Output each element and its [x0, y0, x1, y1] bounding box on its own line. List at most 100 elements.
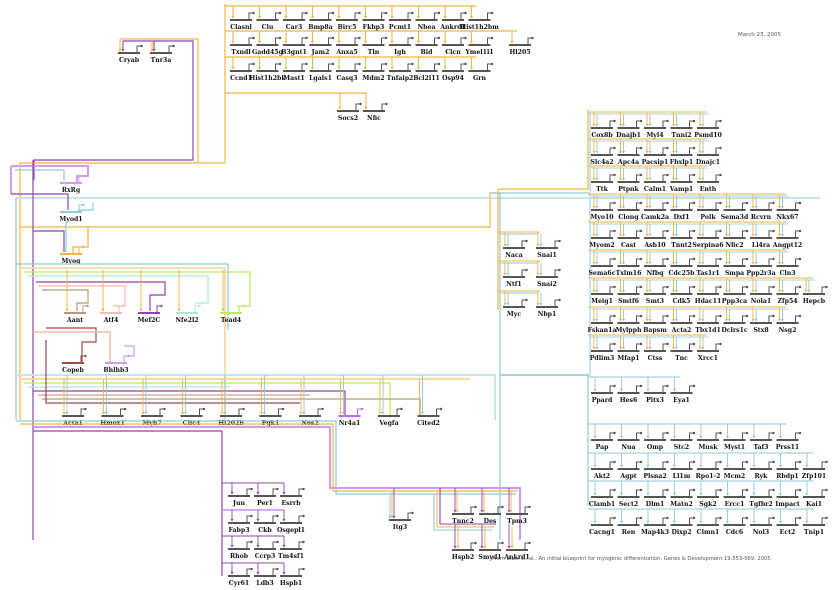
target-gene[interactable]: Pdlim3	[590, 342, 616, 362]
target-gene[interactable]: Txndl	[230, 36, 255, 56]
target-gene[interactable]: Nfic2	[723, 229, 749, 249]
target-gene[interactable]: Mast1	[283, 62, 308, 82]
target-gene[interactable]: Apc4a	[617, 146, 643, 166]
target-gene[interactable]: Dixp2	[670, 516, 696, 536]
target-gene[interactable]: Hdac11	[695, 285, 722, 305]
target-gene[interactable]: Ctss	[644, 342, 669, 362]
target-gene[interactable]: Tnip1	[803, 516, 828, 536]
target-gene[interactable]: Rcvrn	[750, 201, 775, 221]
target-gene[interactable]: Tm4sf1	[278, 540, 305, 560]
target-gene[interactable]: Nol3	[750, 516, 775, 536]
target-gene[interactable]: Clu	[256, 11, 282, 31]
target-gene[interactable]: Naca	[503, 239, 528, 259]
target-gene[interactable]: Camk2a	[641, 201, 669, 221]
target-gene[interactable]: Hist1h2bk	[249, 62, 286, 82]
target-gene[interactable]: Fabp3	[228, 514, 253, 534]
target-gene[interactable]: Tnnc2	[452, 505, 477, 525]
target-gene[interactable]: Per1	[254, 487, 279, 507]
target-gene[interactable]: Akt2	[591, 460, 616, 480]
target-gene[interactable]: Anxa5	[335, 36, 361, 56]
regulator-gene[interactable]: RxRg	[60, 174, 85, 194]
target-gene[interactable]: Hspb2	[452, 541, 477, 561]
target-gene[interactable]: Map4k3	[641, 516, 669, 536]
target-gene[interactable]: Zfp54	[776, 285, 802, 305]
target-gene[interactable]: Matn2	[670, 488, 696, 508]
target-gene[interactable]: Hspb1	[280, 567, 305, 587]
target-gene[interactable]: Sema3d	[721, 201, 749, 221]
target-gene[interactable]: Bid	[415, 36, 441, 56]
target-gene[interactable]: Smyd1	[478, 541, 504, 561]
target-gene[interactable]: Ercc1	[723, 488, 749, 508]
target-gene[interactable]: Tnr3a	[150, 44, 175, 64]
target-gene[interactable]: Clasnl	[230, 11, 255, 31]
target-gene[interactable]: Mylpph	[616, 314, 643, 334]
target-gene[interactable]: Vegfa	[378, 407, 403, 427]
target-gene[interactable]: Des	[479, 505, 504, 525]
target-gene[interactable]: Nbp1	[536, 298, 561, 318]
target-gene[interactable]: Fskan1a	[588, 314, 617, 334]
target-gene[interactable]: Osp94	[442, 62, 467, 82]
regulator-gene[interactable]: Nfe2l2	[175, 304, 201, 324]
target-gene[interactable]: Ect2	[776, 516, 802, 536]
target-gene[interactable]: Pap	[591, 431, 616, 451]
target-gene[interactable]: Nbea	[415, 11, 441, 31]
target-gene[interactable]: Dclrs1c	[721, 314, 749, 334]
target-gene[interactable]: Ppard	[591, 384, 616, 404]
target-gene[interactable]: Fkbp3	[362, 11, 388, 31]
target-gene[interactable]: Pacsip1	[642, 146, 669, 166]
regulator-gene[interactable]: Myog	[60, 245, 85, 265]
target-gene[interactable]: Ankrd1	[503, 541, 531, 561]
target-gene[interactable]: Dlm1	[644, 488, 669, 508]
target-gene[interactable]: Myo10	[590, 201, 616, 221]
target-gene[interactable]: Esrrb	[280, 487, 305, 507]
target-gene[interactable]: Jun	[228, 487, 253, 507]
target-gene[interactable]: Igh	[389, 36, 414, 56]
target-gene[interactable]: Jam2	[309, 36, 335, 56]
target-gene[interactable]: Snai1	[536, 239, 561, 259]
target-gene[interactable]: Eya1	[670, 384, 696, 404]
target-gene[interactable]: Lgals1	[309, 62, 335, 82]
target-gene[interactable]: Mfap1	[617, 342, 643, 362]
target-gene[interactable]: Bcl2l11	[413, 62, 441, 82]
target-gene[interactable]: Ckb	[254, 514, 279, 534]
target-gene[interactable]: Hes6	[617, 384, 643, 404]
target-gene[interactable]: Enth	[697, 173, 722, 193]
target-gene[interactable]: Nsg2	[776, 314, 802, 334]
target-gene[interactable]: Omp	[644, 431, 669, 451]
regulator-gene[interactable]: Tead4	[220, 304, 245, 324]
target-gene[interactable]: Sect2	[617, 488, 643, 508]
target-gene[interactable]: Cdc25b	[669, 257, 696, 277]
target-gene[interactable]: Tas1r1	[696, 257, 722, 277]
target-gene[interactable]: Dnajb1	[616, 119, 643, 139]
target-gene[interactable]: Ccrp3	[254, 540, 279, 560]
target-gene[interactable]: Impact	[775, 488, 802, 508]
target-gene[interactable]: Bmp8a	[308, 11, 335, 31]
target-gene[interactable]: Cast	[617, 229, 643, 249]
target-gene[interactable]: Smpa	[723, 257, 749, 277]
target-gene[interactable]: Ntf1	[503, 268, 528, 288]
target-gene[interactable]: Prss11	[776, 431, 802, 451]
target-gene[interactable]: Fbxlp1	[670, 146, 696, 166]
regulator-gene[interactable]: Bhlhb3	[103, 354, 130, 374]
target-gene[interactable]: Clamb1	[589, 488, 616, 508]
target-gene[interactable]: Ptpnk	[617, 173, 643, 193]
target-gene[interactable]: Birc5	[336, 11, 361, 31]
target-gene[interactable]: Ppp2r3a	[746, 257, 776, 277]
target-gene[interactable]: Myc	[503, 298, 528, 318]
target-gene[interactable]: Vamp1	[669, 173, 696, 193]
target-gene[interactable]: Meig1	[591, 285, 616, 305]
target-gene[interactable]: Tbx1d1	[695, 314, 722, 334]
target-gene[interactable]: Tnfaip2	[387, 62, 414, 82]
target-gene[interactable]: Acta2	[670, 314, 696, 334]
target-gene[interactable]: Clmn1	[697, 516, 722, 536]
target-gene[interactable]: Nola1	[750, 285, 775, 305]
regulator-gene[interactable]: Aant	[64, 304, 89, 324]
target-gene[interactable]: Zfp101	[802, 460, 828, 480]
target-gene[interactable]: Ppp3ca	[722, 285, 749, 305]
target-gene[interactable]: Sema6c	[588, 257, 616, 277]
target-gene[interactable]: Gadd45g	[252, 36, 284, 56]
target-gene[interactable]: Cdk5	[670, 285, 696, 305]
target-gene[interactable]: Cln3	[776, 257, 802, 277]
target-gene[interactable]: Agpt	[617, 460, 643, 480]
target-gene[interactable]: Snai2	[536, 268, 561, 288]
